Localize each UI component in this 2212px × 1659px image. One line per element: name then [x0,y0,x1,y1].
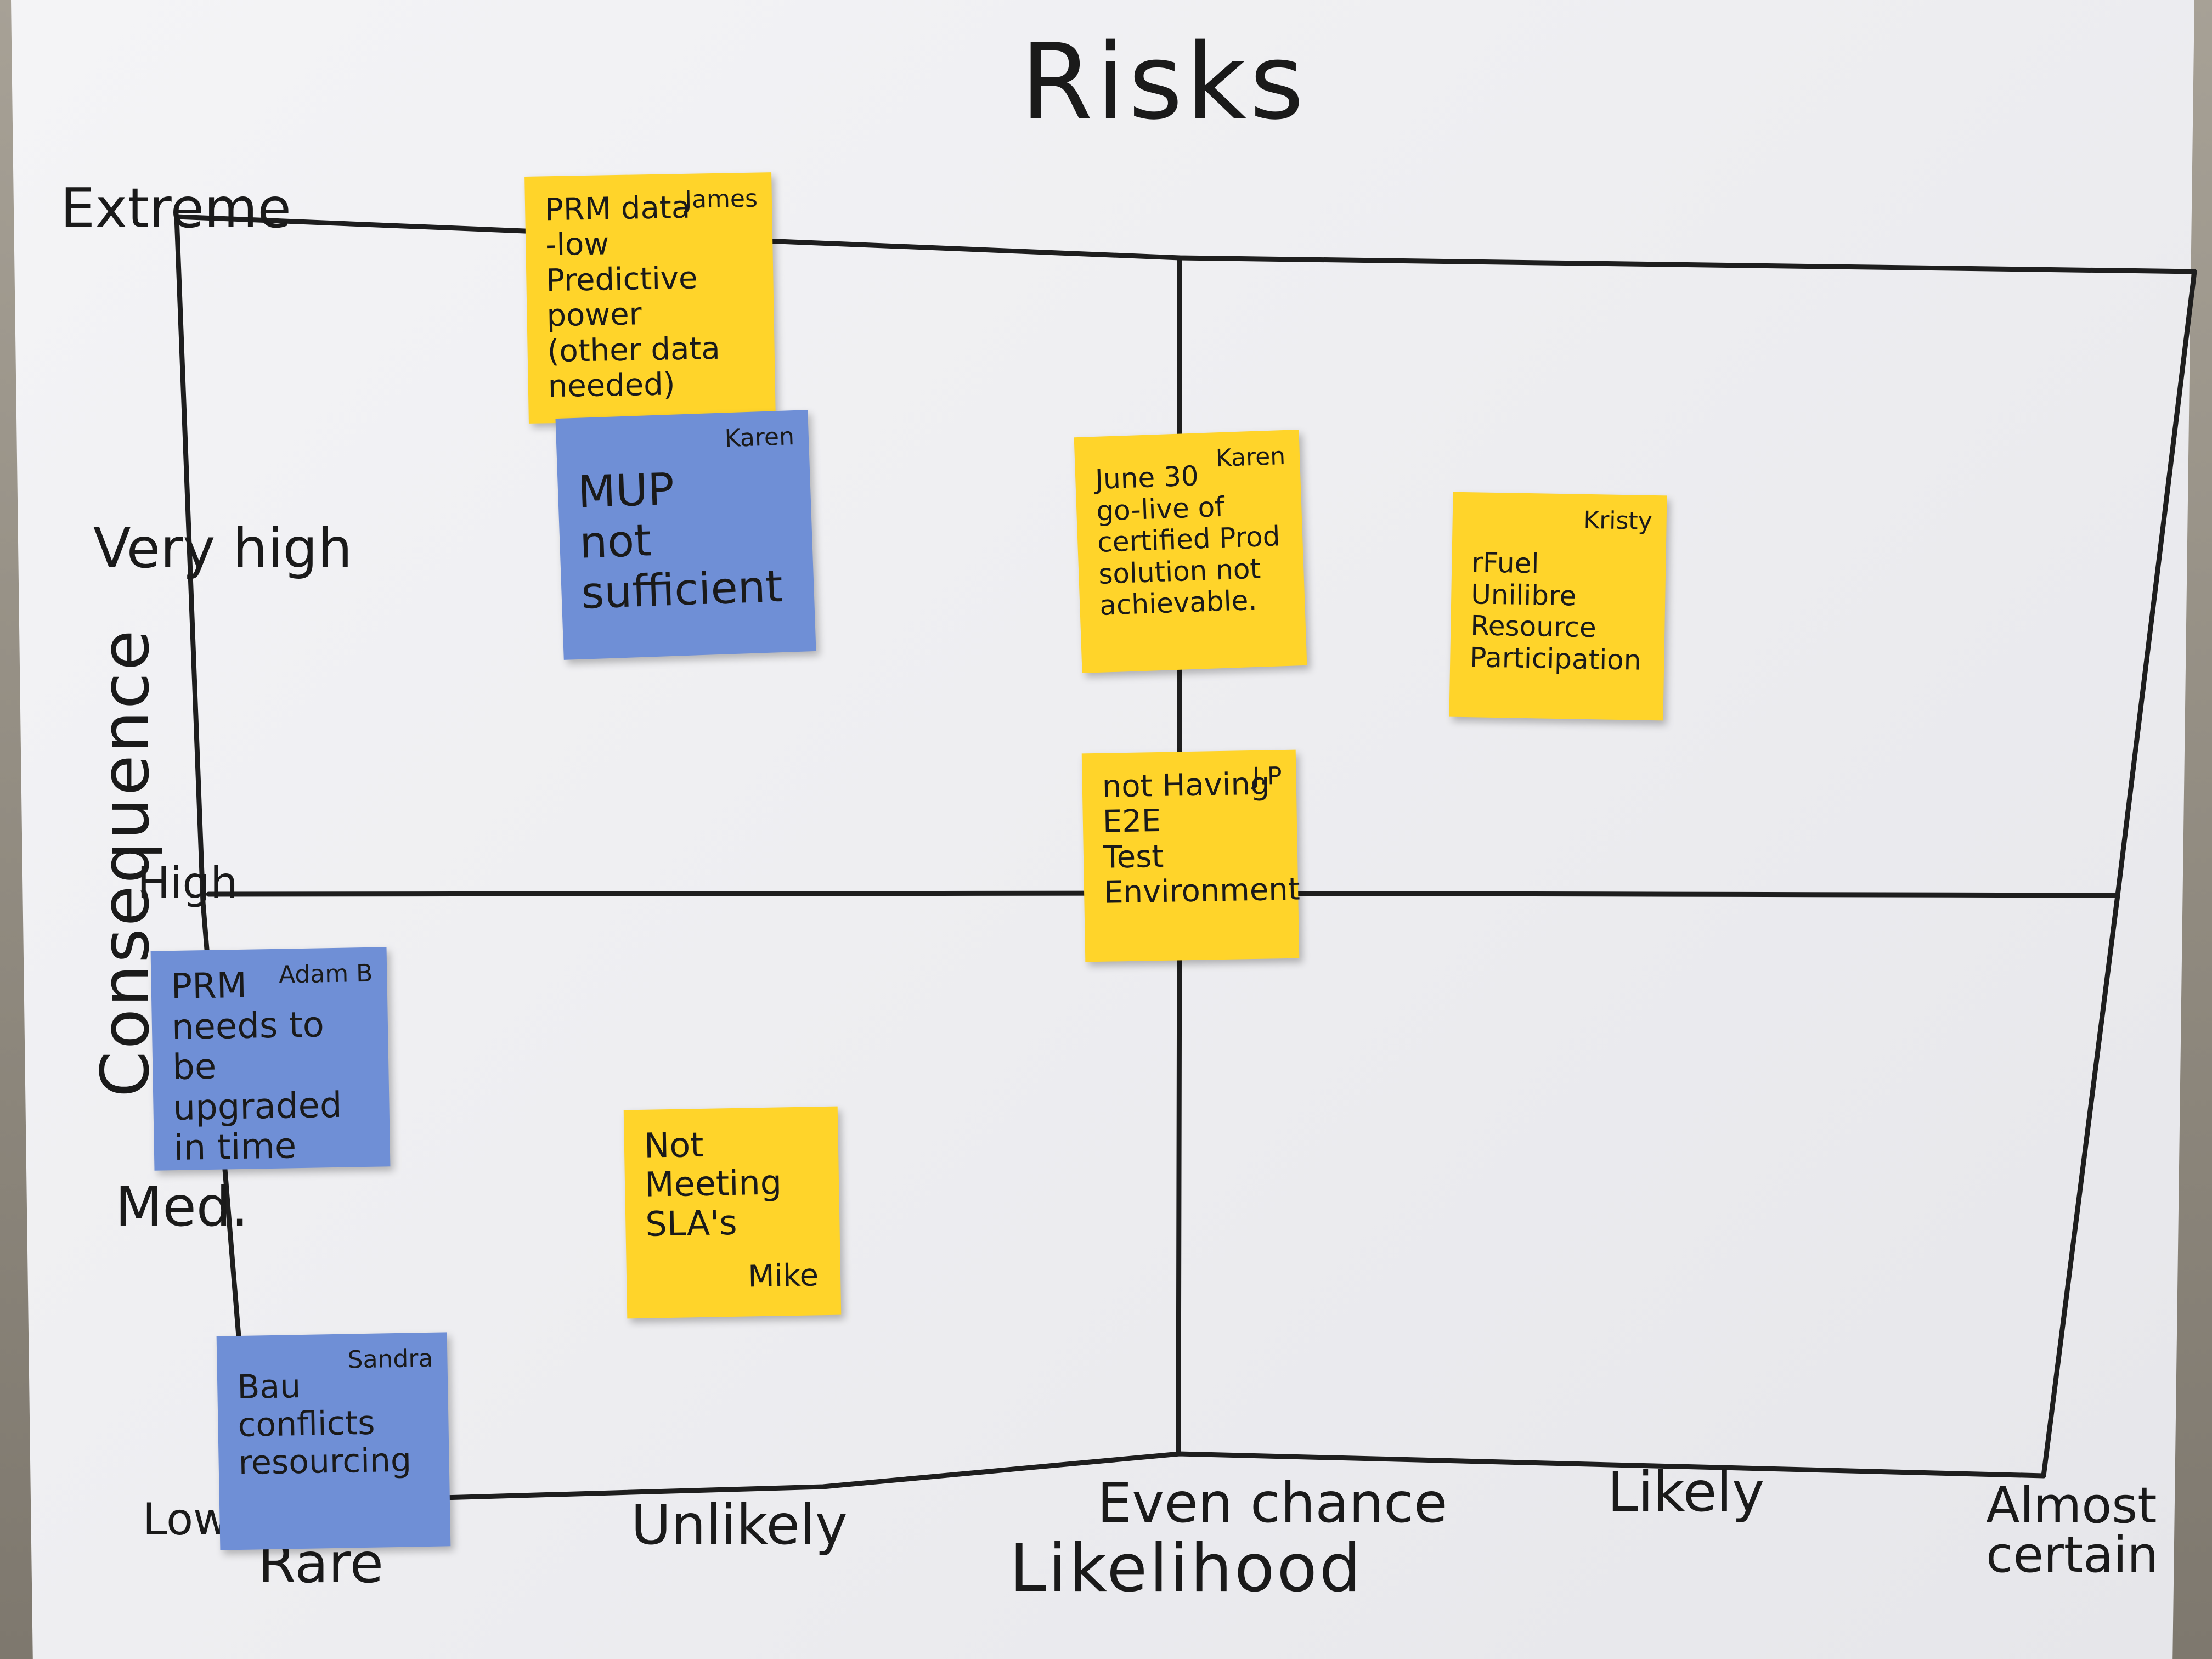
sticky-note-e2e[interactable]: J.P not Having E2E Test Environment [1081,749,1301,962]
grid-outer-top [174,214,2197,274]
note-owner: J.P [1252,762,1282,791]
y-level-med: Med. [115,1175,249,1239]
note-text: Not Meeting SLA's [644,1124,782,1244]
x-level-likely: Likely [1607,1460,1765,1524]
note-owner: Sandra [347,1344,433,1374]
sticky-note-prm-upgrade[interactable]: Adam B PRM needs to be upgraded in time [150,947,391,1171]
note-text: PRM needs to be upgraded in time [171,965,343,1169]
note-owner: James [684,184,758,214]
note-text: June 30 go-live of certified Prod soluti… [1094,460,1281,622]
note-text: MUP not sufficient [577,463,784,619]
y-level-low: Low [143,1494,229,1545]
note-text: not Having E2E Test Environment [1102,766,1301,911]
sticky-note-june-30[interactable]: Karen June 30 go-live of certified Prod … [1074,429,1307,674]
sticky-note-mup[interactable]: Karen MUP not sufficient [555,410,816,660]
y-level-extreme: Extreme [60,176,291,240]
note-owner: Adam B [278,959,373,989]
grid-outer-right [2041,269,2197,1479]
x-axis-title: Likelihood [1009,1531,1363,1607]
grid-outer-left [174,214,255,1506]
x-level-almost-certain: Almost certain [1986,1477,2159,1584]
y-level-very-high: Very high [93,516,353,580]
y-axis-title: Consequence [88,628,164,1097]
note-owner: Mike [747,1257,819,1295]
board-title: Risks [1020,21,1307,143]
note-owner: Kristy [1583,506,1653,535]
x-level-even-chance: Even chance [1097,1471,1448,1535]
sticky-note-bau[interactable]: Sandra Bau conflicts resourcing [216,1332,451,1550]
sticky-note-rfuel[interactable]: Kristy rFuel Unilibre Resource Participa… [1449,492,1667,721]
note-owner: Karen [1215,442,1286,473]
x-level-unlikely: Unlikely [631,1493,848,1557]
note-text: PRM data -low Predictive power (other da… [544,189,721,405]
y-level-high: High [137,857,238,909]
sticky-note-prm-data[interactable]: James PRM data -low Predictive power (ot… [524,172,776,424]
grid-outer-bottom [250,1451,2046,1506]
sticky-note-sla[interactable]: Not Meeting SLA's Mike [623,1106,842,1319]
note-owner: Karen [724,422,795,453]
